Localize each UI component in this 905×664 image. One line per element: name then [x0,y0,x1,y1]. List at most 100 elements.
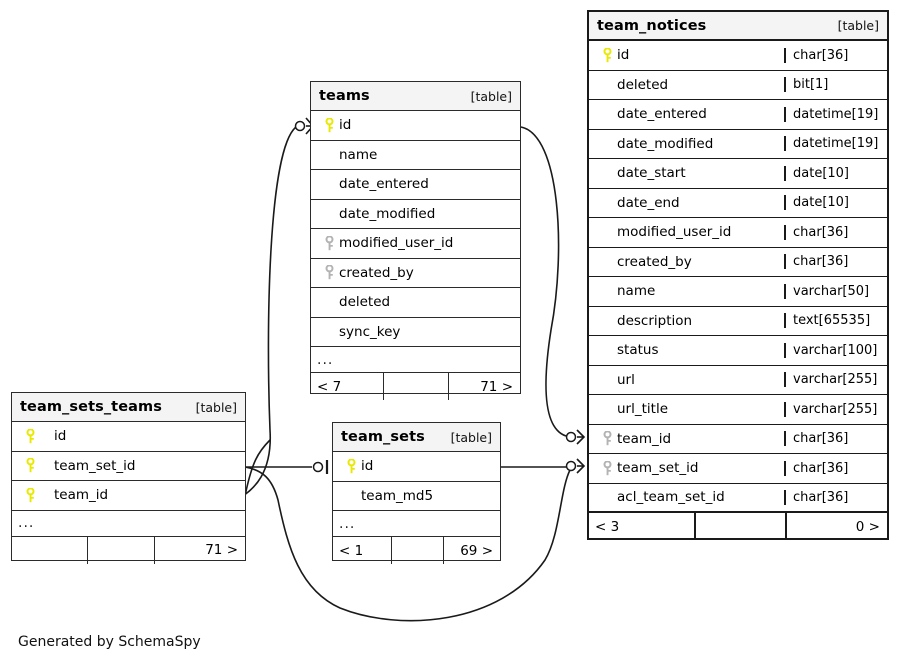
table-row[interactable]: deleted [311,288,520,318]
column-name-cell: date_start [589,165,784,181]
edge-teams-to-team-sets-teams [242,126,297,497]
column-type: bit[1] [784,77,887,93]
column-type: date[10] [784,195,887,211]
table-row[interactable]: acl_team_set_id char[36] [589,484,887,513]
table-row[interactable]: team_id char[36] [589,425,887,454]
table-tag: [table] [837,18,879,33]
crowsfoot-team-notices-team-id [576,429,586,445]
table-row[interactable]: id char[36] [589,41,887,71]
footer-parent-count: < 7 [317,378,342,395]
column-name-cell: id [333,458,500,474]
column-name: date_entered [617,106,707,123]
more-columns-indicator: ... [333,511,500,537]
footer-middle [694,513,785,540]
column-name: id [339,117,352,134]
column-type: varchar[100] [784,342,887,358]
table-row[interactable]: team_set_id [12,452,245,481]
column-name-cell: date_modified [311,206,520,222]
more-columns-indicator: ... [311,347,520,373]
table-team-sets[interactable]: team_sets [table] id team_md5 ... < 1 69… [332,422,501,564]
table-row[interactable]: description text[65535] [589,307,887,336]
column-name: sync_key [339,323,401,340]
connector-team-notices-team-set-id [565,460,577,472]
column-name: team_set_id [617,460,699,477]
table-row[interactable]: created_by [311,259,520,288]
table-footer-teams: < 7 71 > [311,373,520,400]
column-name-cell: date_modified [589,136,784,152]
column-name-cell: id [311,117,520,133]
table-footer-team-sets-teams: 71 > [12,536,245,564]
column-name: deleted [617,76,669,93]
footer-parent-count [12,537,87,564]
table-row[interactable]: sync_key [311,318,520,347]
column-type: datetime[19] [784,106,887,122]
footer-middle [391,537,443,564]
column-name: id [361,458,374,475]
column-name-cell: name [589,283,784,299]
column-name: status [617,342,659,359]
column-name: team_id [617,430,672,447]
table-row[interactable]: modified_user_id [311,229,520,259]
table-row[interactable]: status varchar[100] [589,336,887,366]
foreign-key-icon [319,265,339,280]
column-name-cell: deleted [311,294,520,310]
table-row[interactable]: id [333,452,500,482]
table-row[interactable]: created_by char[36] [589,248,887,277]
table-row[interactable]: deleted bit[1] [589,71,887,100]
table-row[interactable]: id [311,111,520,141]
table-header-teams: teams [table] [311,82,520,111]
table-row[interactable]: name [311,141,520,170]
table-row[interactable]: url varchar[255] [589,366,887,395]
table-header-team-notices: team_notices [table] [589,12,887,41]
table-row[interactable]: team_set_id char[36] [589,454,887,484]
crowsfoot-team-notices-team-set-id [576,458,586,474]
table-row[interactable]: url_title varchar[255] [589,395,887,425]
column-name: name [339,146,378,163]
table-row[interactable]: date_start date[10] [589,159,887,189]
column-name: date_start [617,165,686,182]
column-name: date_modified [339,205,436,222]
column-name-cell: date_entered [311,176,520,192]
column-name: created_by [617,253,692,270]
table-tag: [table] [195,399,237,415]
edge-crossing-stub [244,439,271,497]
table-title: teams [319,88,370,104]
table-row[interactable]: date_modified datetime[19] [589,130,887,159]
table-team-sets-teams[interactable]: team_sets_teams [table] id team_set_id [11,392,246,564]
footer-parent-count: < 3 [595,518,620,535]
column-name-cell: team_id [589,431,784,447]
column-name: deleted [339,294,391,311]
primary-key-icon [341,458,361,474]
table-row[interactable]: date_modified [311,200,520,229]
column-name: id [617,47,630,64]
column-name: created_by [339,264,414,281]
table-tag: [table] [470,88,512,104]
column-name: id [54,428,67,445]
column-type: char[36] [784,431,887,447]
table-row[interactable]: date_end date[10] [589,189,887,218]
column-name: date_entered [339,176,429,193]
footer-middle [383,373,448,400]
table-row[interactable]: team_md5 [333,482,500,511]
primary-key-icon [20,428,40,444]
column-name-cell: status [589,342,784,358]
footer-child-count: 69 > [443,537,500,564]
table-row[interactable]: date_entered [311,170,520,200]
table-teams[interactable]: teams [table] id name date_entered [310,81,521,400]
table-title: team_sets_teams [20,399,162,415]
column-name-cell: sync_key [311,324,520,340]
connector-teams-id-left [294,120,306,132]
more-columns-indicator: ... [12,511,245,537]
generator-credit: Generated by SchemaSpy [18,634,201,650]
table-team-notices[interactable]: team_notices [table] id char[36] deleted… [587,10,889,540]
table-row[interactable]: id [12,422,245,452]
table-row[interactable]: date_entered datetime[19] [589,100,887,130]
column-name-cell: acl_team_set_id [589,489,784,505]
table-row[interactable]: team_id [12,481,245,511]
foreign-key-icon [597,431,617,446]
column-name-cell: deleted [589,77,784,93]
table-row[interactable]: modified_user_id char[36] [589,218,887,248]
table-row[interactable]: name varchar[50] [589,277,887,307]
footer-child-count: 71 > [154,536,245,564]
